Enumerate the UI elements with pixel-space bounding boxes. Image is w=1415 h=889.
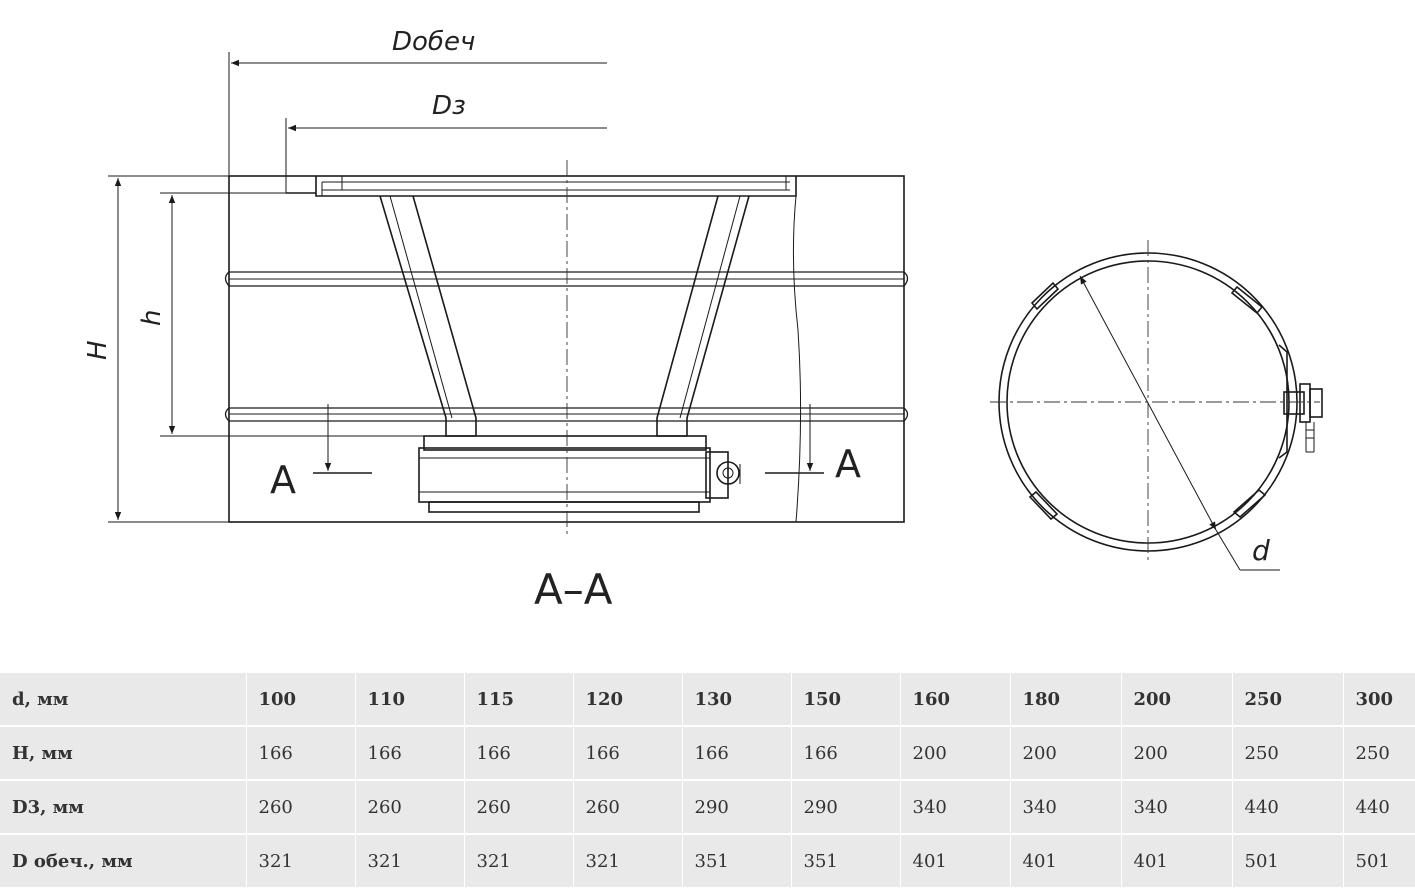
label-section-right: A: [835, 442, 861, 486]
row-label: D3, мм: [0, 780, 247, 835]
section-view: d: [990, 240, 1323, 571]
table-cell: 260: [573, 780, 683, 835]
table-cell: 321: [355, 834, 465, 889]
shell-outline: [228, 175, 905, 523]
table-cell: 150: [791, 673, 901, 727]
dimensions: [108, 52, 607, 523]
table-cell: 260: [464, 780, 574, 835]
table-cell: 321: [246, 834, 356, 889]
table-cell: 200: [1010, 726, 1122, 781]
clamp-band: [418, 435, 741, 513]
label-d: d: [1252, 534, 1270, 567]
table-cell: 290: [791, 780, 901, 835]
diameter-line: [1079, 275, 1217, 531]
table-cell: 440: [1343, 780, 1415, 835]
table-cell: 250: [1343, 726, 1415, 781]
label-h: h: [137, 310, 167, 326]
table-cell: 166: [246, 726, 356, 781]
support-legs: [379, 195, 750, 437]
row-label: H, мм: [0, 726, 247, 781]
table-cell: 180: [1010, 673, 1122, 727]
table-cell: 250: [1232, 726, 1344, 781]
table-cell: 440: [1232, 780, 1344, 835]
table-cell: 166: [573, 726, 683, 781]
table-cell: 321: [464, 834, 574, 889]
table-cell: 130: [682, 673, 792, 727]
side-view: Dобеч Dз H h A A A–A: [83, 27, 909, 614]
table-cell: 340: [1010, 780, 1122, 835]
top-plate: [286, 176, 797, 197]
table-cell: 401: [900, 834, 1011, 889]
table-cell: 166: [464, 726, 574, 781]
table-cell: 110: [355, 673, 465, 727]
table-cell: 501: [1343, 834, 1415, 889]
bolt-assembly: [1283, 383, 1323, 453]
table-cell: 200: [1121, 673, 1233, 727]
table-cell: 401: [1121, 834, 1233, 889]
section-title: A–A: [534, 565, 613, 614]
table-cell: 501: [1232, 834, 1344, 889]
technical-drawing: Dобеч Dз H h A A A–A: [83, 27, 1323, 614]
table-cell: 260: [355, 780, 465, 835]
table-cell: 166: [355, 726, 465, 781]
table-cell: 351: [682, 834, 792, 889]
table-cell: 321: [573, 834, 683, 889]
table-cell: 250: [1232, 673, 1344, 727]
table-cell: 290: [682, 780, 792, 835]
row-label: d, мм: [0, 673, 247, 727]
diameter-leader: [1215, 529, 1241, 571]
label-section-left: A: [270, 458, 296, 502]
label-H: H: [83, 340, 113, 360]
table-cell: 160: [900, 673, 1011, 727]
table-cell: 120: [573, 673, 683, 727]
shell-cut-edge: [792, 195, 802, 523]
table-cell: 300: [1343, 673, 1415, 727]
table-cell: 200: [1121, 726, 1233, 781]
section-markers: [313, 404, 824, 474]
table-cell: 115: [464, 673, 574, 727]
table-cell: 260: [246, 780, 356, 835]
table-cell: 166: [791, 726, 901, 781]
clamp-lugs: [1028, 281, 1288, 521]
table-cell: 401: [1010, 834, 1122, 889]
label-d3: Dз: [432, 91, 466, 121]
table-cell: 100: [246, 673, 356, 727]
table-cell: 340: [1121, 780, 1233, 835]
shell-bands: [224, 271, 909, 422]
table-cell: 351: [791, 834, 901, 889]
row-label: D обеч., мм: [0, 834, 247, 889]
table-cell: 200: [900, 726, 1011, 781]
table-cell: 166: [682, 726, 792, 781]
label-d-shell: Dобеч: [392, 27, 475, 57]
table-cell: 340: [900, 780, 1011, 835]
